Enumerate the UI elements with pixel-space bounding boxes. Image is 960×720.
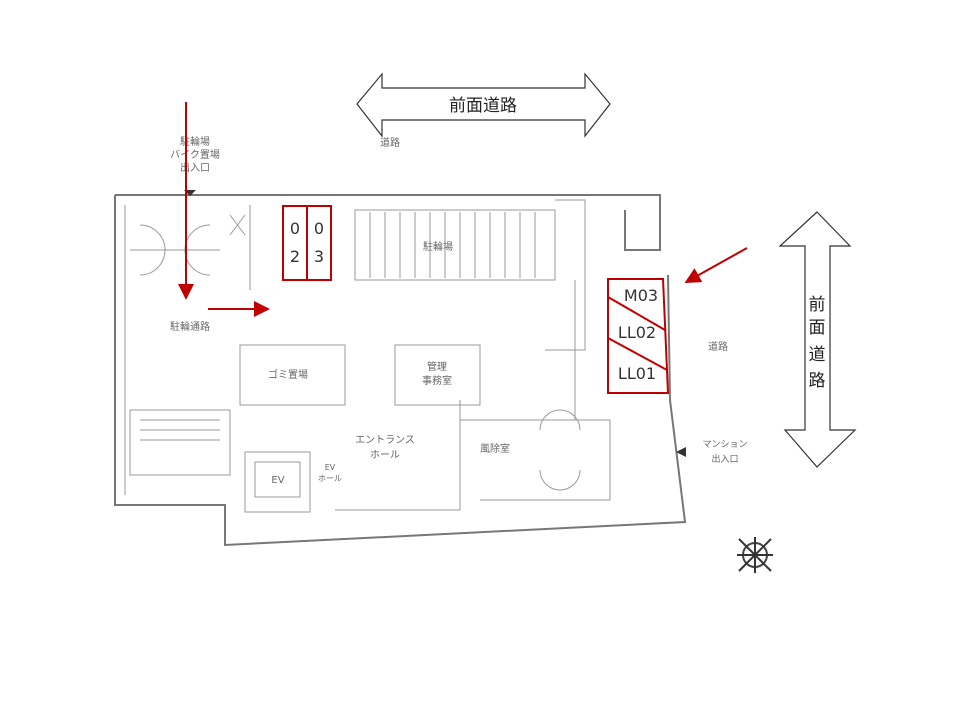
mansion-entrance-label: マンション [702,440,747,450]
svg-text:道: 道 [809,345,826,365]
svg-text:前: 前 [809,295,826,315]
svg-text:0: 0 [290,219,300,238]
ev-hall-label: EV [325,463,336,472]
front-road-arrow-right: 前 面 道 路 [778,211,857,468]
svg-text:3: 3 [314,247,324,266]
entrance-hall-label: エントランス [355,434,415,446]
parking-slot-03[interactable]: 0 3 [306,205,332,281]
bicycle-parking-label: 駐輪場 [423,240,453,253]
svg-text:出入口: 出入口 [180,161,210,174]
front-road-label-top: 前面道路 [449,96,517,116]
parking-slots-right[interactable]: M03 LL02 LL01 [607,278,670,394]
svg-text:出入口: 出入口 [711,453,738,465]
garbage-room-label: ゴミ置場 [268,368,308,381]
office-label: 管理 [427,360,447,373]
svg-text:ホール: ホール [370,449,400,461]
slot-m03: M03 [624,286,658,305]
front-road-arrow-top: 前面道路 [356,72,611,138]
svg-text:事務室: 事務室 [422,374,452,387]
svg-text:面: 面 [809,318,826,338]
svg-text:0: 0 [314,219,324,238]
route-arrow-diagonal [684,247,748,283]
road-label-right: 道路 [708,340,728,353]
elevator-label: EV [271,475,284,486]
windbreak-room-label: 風除室 [480,442,510,455]
entrance-marker-icon [676,447,686,457]
svg-text:路: 路 [809,371,826,391]
slot-ll02: LL02 [618,323,656,342]
bicycle-passage-label: 駐輪通路 [170,320,210,333]
parking-slot-02[interactable]: 0 2 [282,205,308,281]
svg-text:2: 2 [290,247,300,266]
svg-text:バイク置場: バイク置場 [170,148,220,161]
slot-ll01: LL01 [618,364,656,383]
bike-entrance-label: 駐輪場 [180,135,210,148]
building-outline [114,194,687,547]
svg-text:ホール: ホール [318,474,342,483]
road-label-top: 道路 [380,136,400,149]
compass-icon [737,537,773,573]
